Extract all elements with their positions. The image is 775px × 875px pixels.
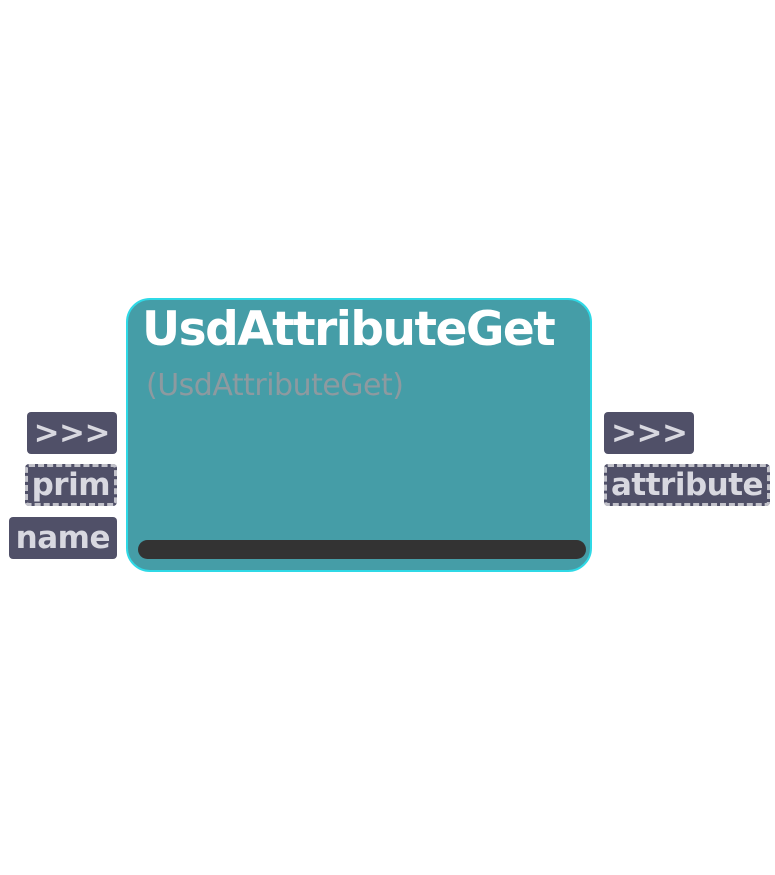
node-title: UsdAttributeGet — [142, 302, 556, 357]
input-port-exec[interactable]: >>> — [26, 412, 117, 454]
node-usdattributeget[interactable]: UsdAttributeGet (UsdAttributeGet) — [126, 298, 592, 572]
output-port-attribute[interactable]: attribute — [604, 464, 771, 506]
input-port-prim[interactable]: prim — [24, 464, 117, 506]
output-port-exec[interactable]: >>> — [604, 412, 695, 454]
input-port-name[interactable]: name — [8, 517, 117, 559]
node-subtitle: (UsdAttributeGet) — [146, 368, 404, 403]
progress-bar — [138, 540, 586, 559]
